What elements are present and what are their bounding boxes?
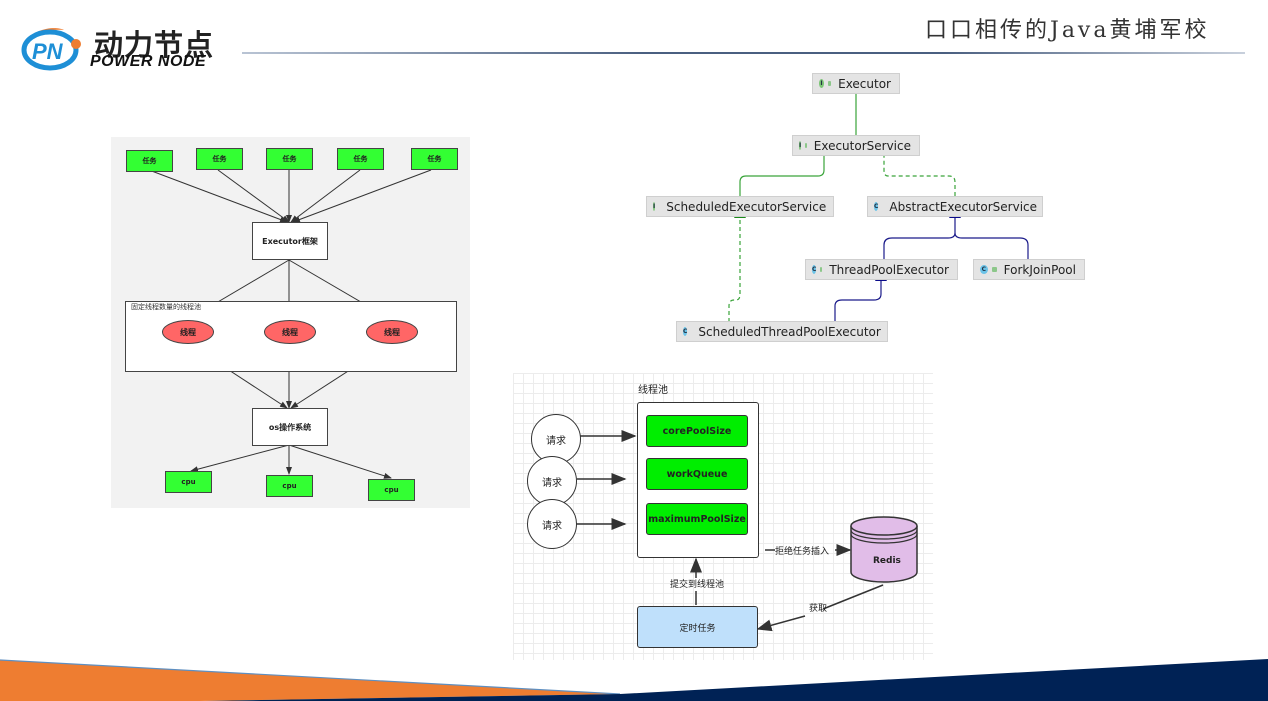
- public-access-icon: [805, 143, 807, 148]
- class-name: ExecutorService: [813, 138, 911, 153]
- edge-os-cpu3: [288, 444, 392, 479]
- edge-task1-executor: [148, 169, 288, 223]
- class-node-executor: I Executor: [812, 73, 900, 94]
- logo-cn-text: 动力节点: [94, 28, 215, 62]
- maximum-pool-size-box: maximumPoolSize: [646, 503, 748, 535]
- task-box: 任务: [411, 148, 458, 170]
- class-icon: C: [683, 327, 688, 336]
- class-node-scheduledthreadpoolexecutor: C ScheduledThreadPoolExecutor: [676, 321, 888, 342]
- class-node-abstractexecutorservice: C AbstractExecutorService: [867, 196, 1043, 217]
- thread-pool-flow-edges: [576, 430, 884, 632]
- class-hierarchy-diagram: I Executor I ExecutorService I Scheduled…: [630, 68, 1100, 358]
- edge-task5-executor: [292, 169, 432, 223]
- edge-abstractexecutorservice-executorservice: [878, 143, 956, 196]
- edge-task4-executor: [290, 169, 361, 223]
- edge-threadpoolexecutor-abstractexecutorservice: [883, 207, 961, 259]
- class-icon: C: [980, 265, 988, 274]
- slogan: 口口相传的Java黄埔军校: [925, 18, 1210, 43]
- work-queue-box: workQueue: [646, 458, 748, 490]
- public-access-icon: [991, 267, 997, 272]
- thread-node: 线程: [366, 320, 418, 344]
- task-box: 任务: [266, 148, 313, 170]
- fetch-label: 获取: [809, 604, 828, 614]
- public-access-icon: [820, 267, 823, 272]
- edge-scheduledexecutorservice-executorservice: [739, 143, 830, 196]
- class-name: AbstractExecutorService: [889, 199, 1038, 214]
- public-access-icon: [827, 81, 832, 86]
- thread-node: 线程: [162, 320, 214, 344]
- class-node-executorservice: I ExecutorService: [792, 135, 920, 156]
- footer-orange-band: [0, 660, 620, 701]
- thread-pool-title: 线程池: [638, 385, 668, 396]
- task-box: 任务: [337, 148, 384, 170]
- header-divider: [242, 52, 1245, 54]
- class-name: ForkJoinPool: [1003, 262, 1076, 277]
- core-pool-size-box: corePoolSize: [646, 415, 748, 447]
- edge-scheduledthreadpoolexecutor-scheduledexecutorservice: [728, 207, 746, 322]
- class-node-threadpoolexecutor: C ThreadPoolExecutor: [805, 259, 958, 280]
- thread-pool-flow-diagram: 线程池 请求 请求 请求 corePoolSize workQueue maxi…: [513, 373, 933, 660]
- os-box: os操作系统: [252, 408, 328, 446]
- cpu-box: cpu: [368, 479, 415, 501]
- task-box: 任务: [126, 150, 173, 172]
- edge-redis-fetch: [822, 584, 884, 610]
- class-name: ScheduledExecutorService: [666, 199, 827, 214]
- footer-band: [0, 659, 1268, 701]
- edge-fetch-timer: [756, 615, 806, 632]
- cpu-box: cpu: [266, 475, 313, 497]
- request-circle: 请求: [527, 499, 577, 549]
- class-node-scheduledexecutorservice: I ScheduledExecutorService: [646, 196, 834, 217]
- request-circle: 请求: [527, 456, 577, 506]
- reject-task-label: 拒绝任务插入: [775, 547, 830, 557]
- interface-icon: I: [819, 79, 824, 88]
- class-name: ScheduledThreadPoolExecutor: [698, 324, 881, 339]
- class-icon: C: [874, 202, 879, 211]
- class-name: ThreadPoolExecutor: [829, 262, 949, 277]
- interface-icon: I: [653, 202, 656, 211]
- footer-accent-line: [0, 659, 621, 695]
- logo-mark-text: PN: [32, 39, 64, 64]
- redis-label: Redis: [873, 556, 901, 566]
- executor-framework-box: Executor框架: [252, 222, 328, 260]
- class-hierarchy-edges: [728, 81, 1029, 322]
- task-box: 任务: [196, 148, 243, 170]
- edge-forkjoinpool-abstractexecutorservice: [954, 232, 1029, 259]
- edge-os-cpu1: [190, 444, 290, 473]
- cpu-box: cpu: [165, 471, 212, 493]
- class-icon: C: [812, 265, 817, 274]
- power-node-logo: PN 动力节点 POWER NODE: [20, 22, 235, 72]
- class-node-forkjoinpool: C ForkJoinPool: [973, 259, 1085, 280]
- fixed-thread-pool-label: 固定线程数量的线程池: [131, 303, 201, 311]
- logo-en-text: POWER NODE: [90, 53, 207, 70]
- edge-scheduledthreadpoolexecutor-threadpoolexecutor: [834, 270, 887, 322]
- submit-to-pool-label: 提交到线程池: [670, 580, 725, 590]
- interface-icon: I: [799, 141, 802, 150]
- class-name: Executor: [838, 76, 891, 91]
- pn-logo-icon: PN: [21, 28, 81, 71]
- edge-task2-executor: [217, 169, 290, 223]
- executor-model-diagram: 任务 任务 任务 任务 任务 Executor框架 固定线程数量的线程池 线程 …: [111, 137, 470, 508]
- thread-node: 线程: [264, 320, 316, 344]
- redis-database-icon: [850, 516, 918, 583]
- timer-task-box: 定时任务: [637, 606, 758, 648]
- footer-navy-band: [205, 659, 1268, 701]
